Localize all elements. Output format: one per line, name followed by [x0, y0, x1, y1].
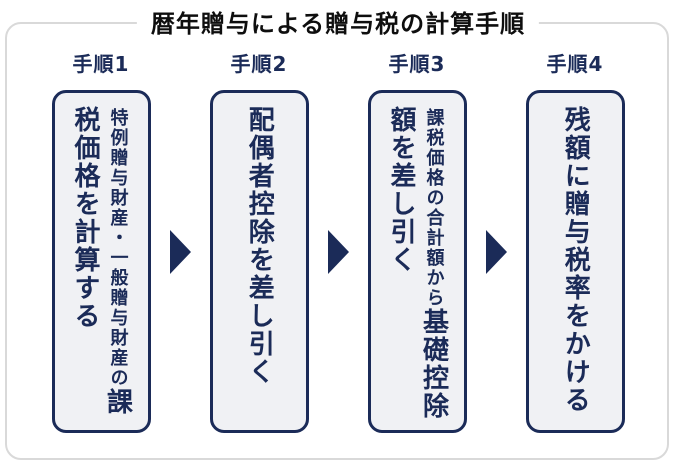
step-1: 手順1 特例贈与財産・一般贈与財産の課税価格を計算する [51, 50, 151, 433]
arrow-cell-3 [467, 50, 526, 274]
step-4-label: 手順4 [546, 52, 604, 76]
steps-row: 手順1 特例贈与財産・一般贈与財産の課税価格を計算する 手順2 配偶者控除を差し… [0, 50, 676, 433]
step-4: 手順4 残額に贈与税率をかける [525, 50, 625, 433]
arrow-right-icon [485, 230, 507, 274]
arrow-right-icon [169, 230, 191, 274]
step-4-main-text: 残額に贈与税率をかける [560, 106, 591, 414]
step-3-box: 課税価格の合計額から基礎控除額を差し引く [367, 90, 467, 433]
step-3: 手順3 課税価格の合計額から基礎控除額を差し引く [367, 50, 467, 433]
arrow-right-icon [327, 230, 349, 274]
step-4-text: 残額に贈与税率をかける [559, 106, 592, 414]
arrow-cell-2 [309, 50, 368, 274]
step-2-box: 配偶者控除を差し引く [209, 90, 309, 433]
step-1-main-text: 課税価格を計算する [70, 106, 133, 416]
step-3-label: 手順3 [388, 52, 446, 76]
step-2-text: 配偶者控除を差し引く [243, 106, 276, 386]
step-2-label: 手順2 [230, 52, 288, 76]
diagram-title: 暦年贈与による贈与税の計算手順 [136, 4, 540, 39]
step-3-lead-text: 課税価格の合計額から [423, 108, 445, 308]
step-1-box: 特例贈与財産・一般贈与財産の課税価格を計算する [51, 90, 151, 433]
step-2: 手順2 配偶者控除を差し引く [209, 50, 309, 433]
step-1-lead-text: 特例贈与財産・一般贈与財産の [107, 108, 129, 388]
step-1-label: 手順1 [72, 52, 130, 76]
step-1-text: 特例贈与財産・一般贈与財産の課税価格を計算する [69, 106, 134, 430]
arrow-cell-1 [151, 50, 210, 274]
step-3-text: 課税価格の合計額から基礎控除額を差し引く [385, 106, 450, 430]
step-3-main-text: 基礎控除額を差し引く [386, 106, 449, 420]
step-4-box: 残額に贈与税率をかける [525, 90, 625, 433]
step-2-main-text: 配偶者控除を差し引く [244, 106, 275, 386]
